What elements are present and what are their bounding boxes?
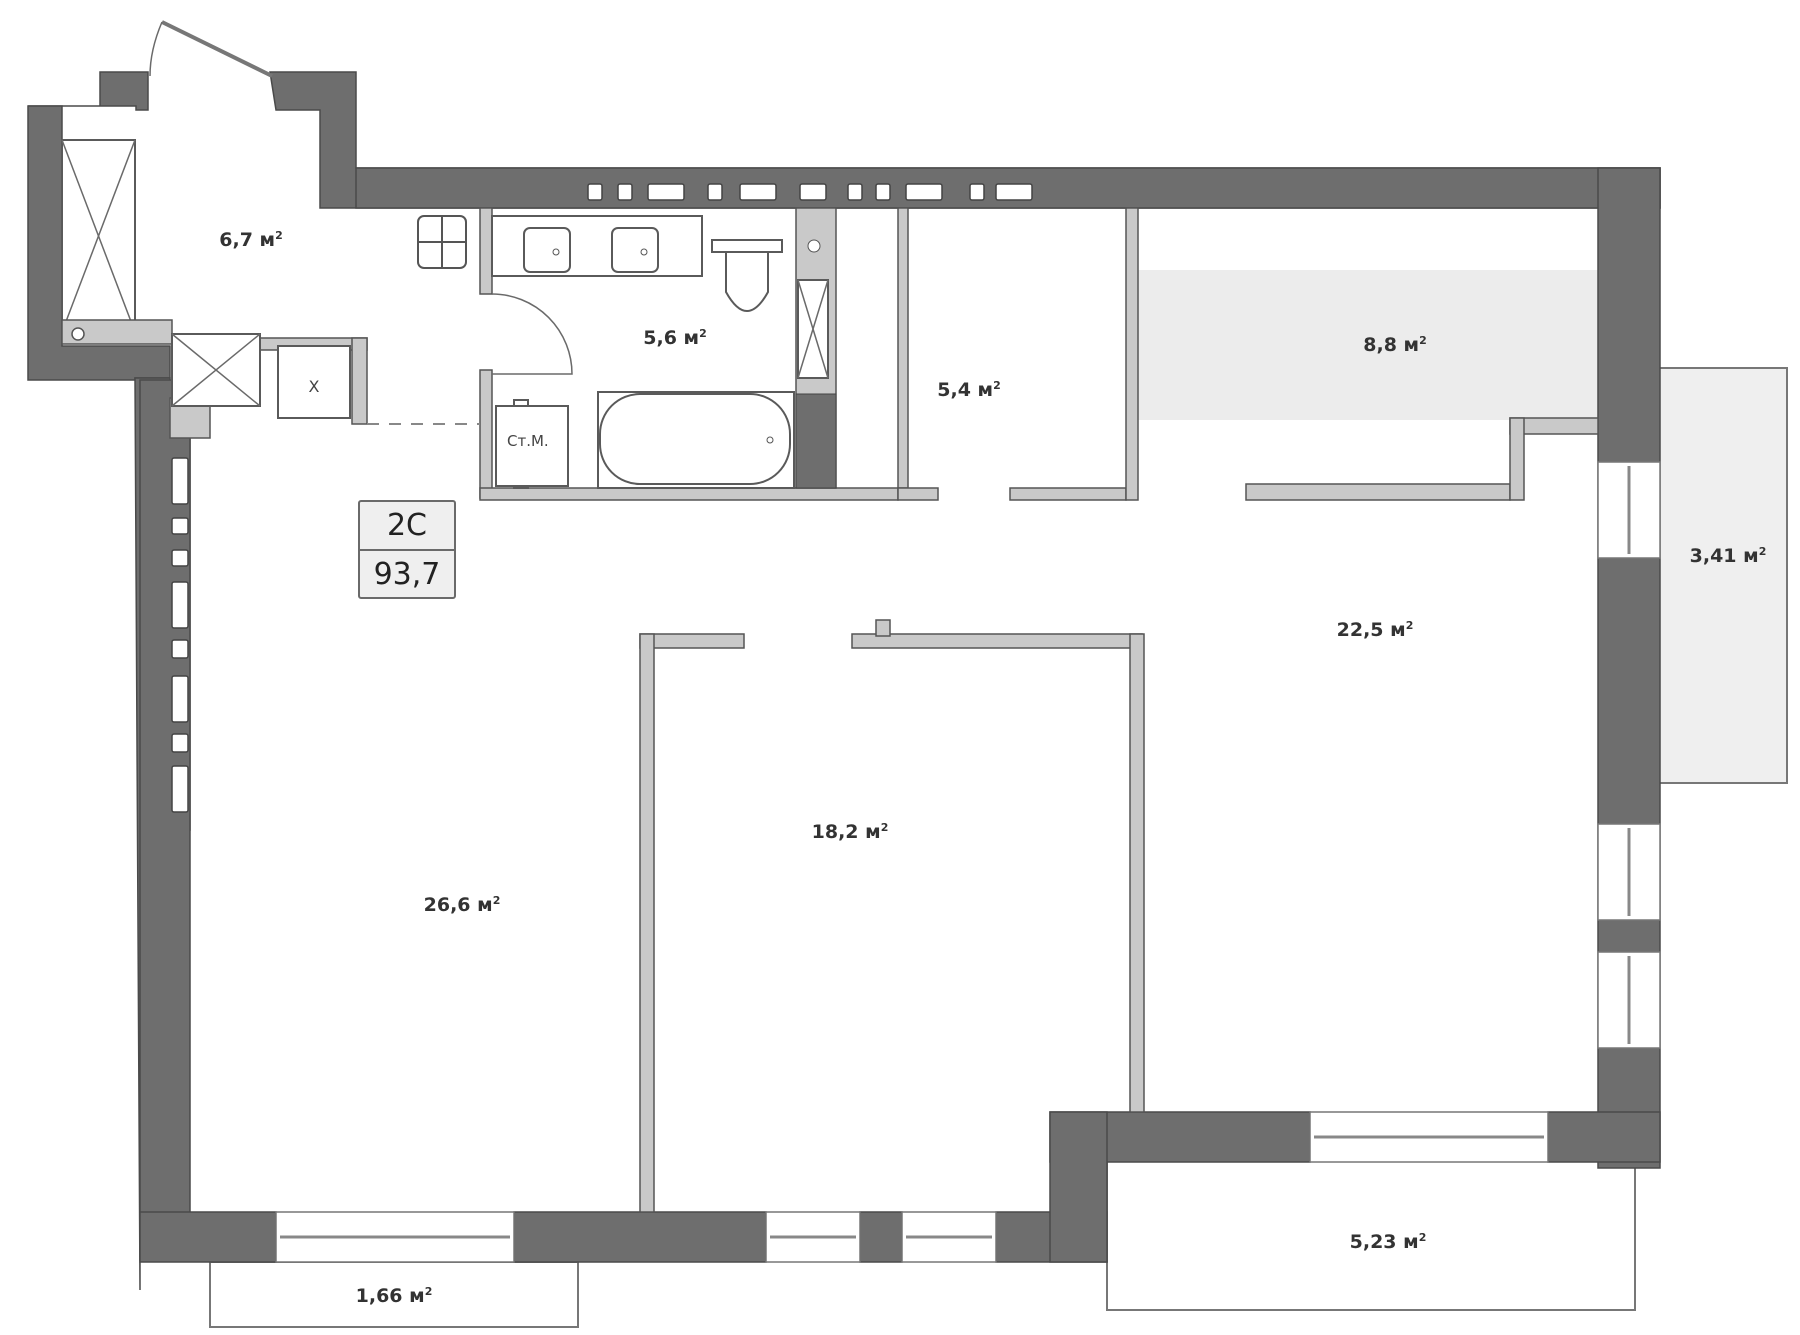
unit-code: 2С	[360, 502, 454, 551]
room-area-label-loggia-east: 3,41 м2	[1689, 545, 1767, 567]
balcony-south-west-outline	[209, 1261, 579, 1328]
shaft-box	[171, 333, 351, 419]
room-area-label-master-bedroom: 22,5 м2	[1336, 619, 1414, 641]
unit-total-area: 93,7	[373, 557, 441, 592]
loggia-east-outline	[1656, 367, 1788, 784]
room-area-label-kids-room: 18,2 м2	[811, 821, 889, 843]
room-area-label-balcony-south-east: 5,23 м2	[1349, 1231, 1427, 1253]
washing-machine-label: Ст.М.	[507, 432, 549, 450]
room-area-label-balcony-south-west: 1,66 м2	[355, 1285, 433, 1307]
room-area-label-bathroom-main: 5,6 м2	[643, 327, 707, 349]
room-area-label-kitchen-living: 26,6 м2	[423, 894, 501, 916]
window-frames	[280, 466, 1631, 1239]
room-area-label-walk-in-closet: 8,8 м2	[1363, 334, 1427, 356]
room-area-label-vestibule: 6,7 м2	[219, 229, 283, 251]
room-area-label-bathroom-second: 5,4 м2	[937, 379, 1001, 401]
balcony-south-east-outline	[1106, 1159, 1636, 1311]
wardrobe-vestibule	[61, 139, 173, 345]
ventilation-blocks	[171, 183, 1033, 813]
entry-door	[149, 20, 273, 78]
unit-badge: 2С 93,7	[358, 500, 456, 599]
bathroom-main-fixtures	[491, 215, 837, 489]
closet-floor	[1138, 270, 1598, 420]
exterior-walls	[27, 71, 1661, 1291]
shaft-mark: X	[309, 377, 320, 396]
coat-rack-icon	[417, 215, 467, 269]
